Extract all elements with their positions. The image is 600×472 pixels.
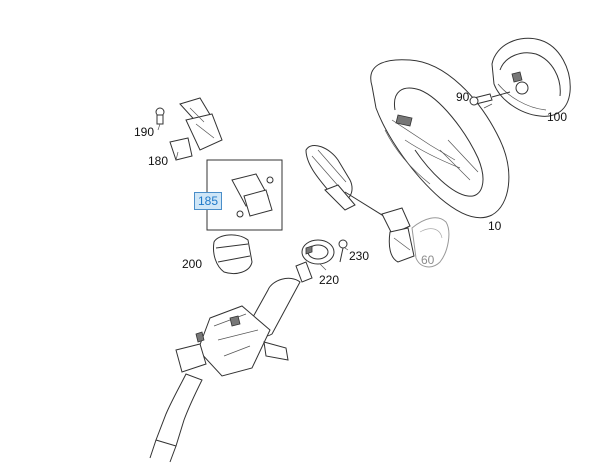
part-label-190[interactable]: 190 <box>134 125 155 139</box>
ignition-180-part[interactable] <box>169 97 223 161</box>
part-label-180[interactable]: 180 <box>148 154 169 168</box>
steering-wheel-part[interactable] <box>370 59 510 219</box>
part-label-10[interactable]: 10 <box>488 219 502 233</box>
part-label-60[interactable]: 60 <box>421 253 435 267</box>
part-label-185[interactable]: 185 <box>194 192 223 210</box>
screw-190-part[interactable] <box>155 107 165 125</box>
paddle-60-part[interactable] <box>411 217 450 268</box>
ring-220-part[interactable] <box>301 239 335 265</box>
part-label-100[interactable]: 100 <box>547 110 568 124</box>
leader-lines <box>157 103 493 271</box>
part-label-220[interactable]: 220 <box>319 273 340 287</box>
control-unit-185-part[interactable] <box>231 173 274 218</box>
screw-230-part[interactable] <box>338 239 348 263</box>
part-label-200[interactable]: 200 <box>182 257 203 271</box>
part-label-230[interactable]: 230 <box>349 249 370 263</box>
airbag-module-part[interactable] <box>491 37 571 117</box>
lock-housing-200-part[interactable] <box>213 234 253 275</box>
steering-column-part[interactable] <box>149 261 313 463</box>
part-label-90[interactable]: 90 <box>456 90 470 104</box>
screw-90-part[interactable] <box>469 91 511 106</box>
clock-spring-part[interactable] <box>305 145 415 263</box>
